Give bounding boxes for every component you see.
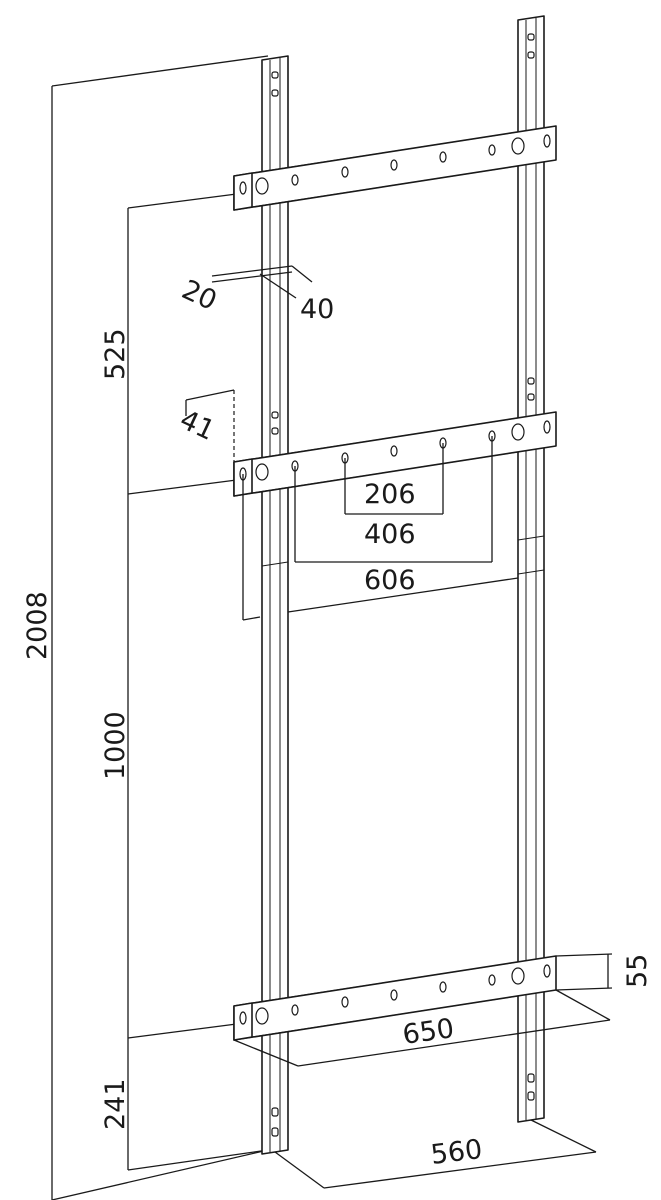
bracket-height-dimension: 55 [555,953,653,991]
bracket-width-dimension: 650 [233,989,611,1067]
bracket-depth-dimension: 41 [175,389,235,462]
bracket-width-label: 650 [401,1013,456,1051]
total-height-label: 2008 [22,591,53,660]
bracket-depth-label: 41 [175,404,219,447]
middle-spacing-label: 1000 [100,711,131,780]
bottom-offset-label: 241 [100,1078,131,1130]
hole-spacing-406-label: 406 [364,519,416,550]
vertical-spacing-dimensions: 525 1000 241 [100,191,269,1171]
left-rail [261,55,289,1155]
hole-spacing-dimensions: 206 406 606 [242,436,519,621]
hole-spacing-206-label: 206 [364,479,416,510]
rail-spacing-dimension: 560 [274,1119,597,1189]
rail-spacing-label: 560 [429,1134,484,1171]
total-height-dimension: 2008 [22,55,269,1200]
bottom-cross-bracket [233,955,557,1041]
slot-width-label: 20 [177,274,221,317]
slot-length-label: 40 [300,294,334,325]
bracket-height-label: 55 [622,954,653,988]
upper-spacing-label: 525 [100,328,131,380]
top-cross-bracket [233,125,557,211]
right-rail [517,15,545,1123]
hole-spacing-606-label: 606 [364,565,416,596]
slot-detail-dimension: 20 40 [177,265,334,325]
